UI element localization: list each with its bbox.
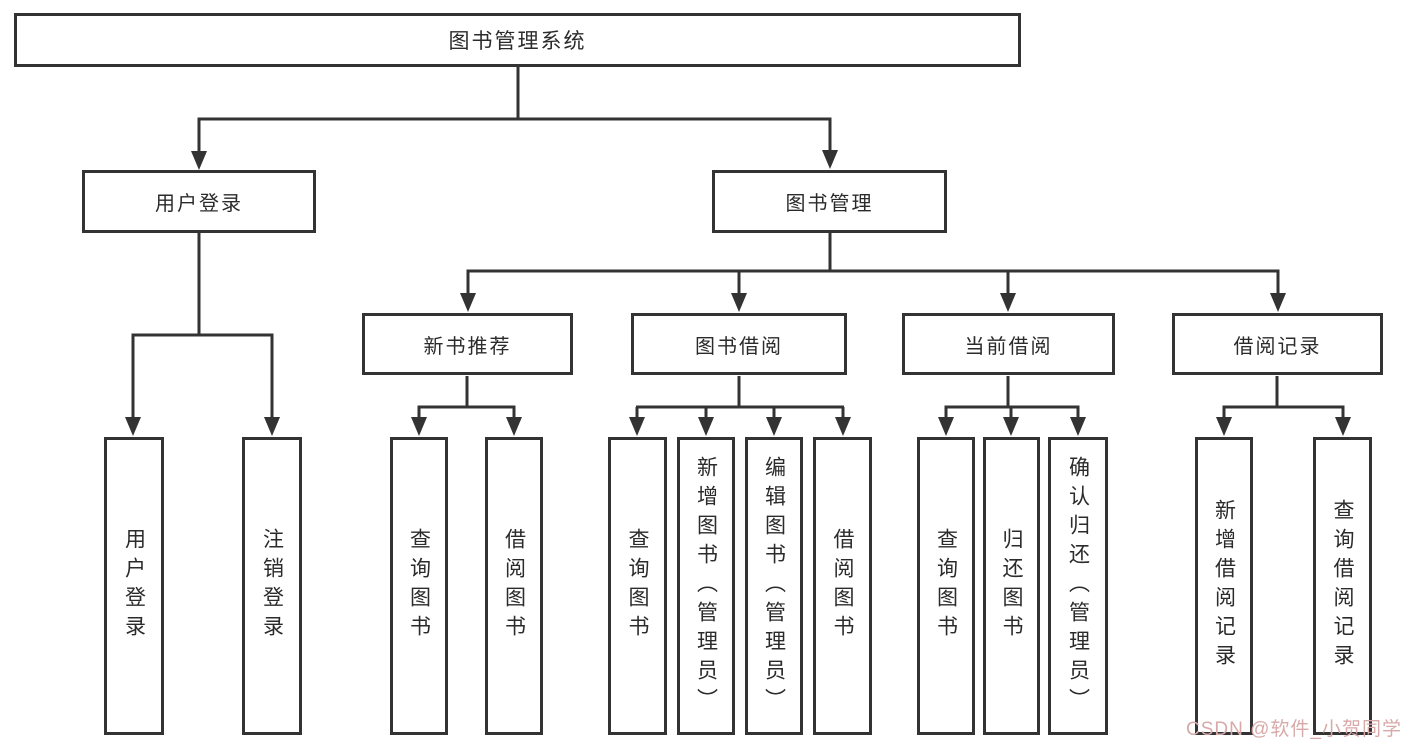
node-label: 图书管理系统 [448, 30, 587, 53]
leaf-label: 借阅图书 [502, 528, 526, 644]
node-current-borrowing: 当前借阅 [902, 313, 1115, 375]
node-label: 用户登录 [155, 193, 243, 215]
node-label: 图书借阅 [695, 335, 783, 358]
leaf-add-books-admin: 新增图书（管理员） [677, 437, 735, 735]
leaf-label: 借阅图书 [831, 528, 854, 644]
leaf-borrow-books: 借阅图书 [813, 437, 872, 735]
leaf-label: 确认归还（管理员） [1066, 455, 1090, 717]
leaf-label: 新增借阅记录 [1212, 499, 1236, 673]
node-book-borrowing: 图书借阅 [631, 313, 847, 375]
leaf-borrow-books-recommend: 借阅图书 [485, 437, 543, 735]
node-new-book-recommend: 新书推荐 [362, 313, 573, 375]
leaf-query-books-current: 查询图书 [917, 437, 975, 735]
leaf-label: 用户登录 [122, 528, 146, 644]
node-label: 当前借阅 [964, 335, 1053, 358]
node-label: 借阅记录 [1233, 335, 1322, 358]
node-borrowing-records: 借阅记录 [1172, 313, 1383, 375]
node-library-management-system: 图书管理系统 [14, 13, 1021, 67]
leaf-query-books-recommend: 查询图书 [390, 437, 448, 735]
leaf-label: 查询图书 [407, 528, 431, 644]
node-label: 图书管理 [785, 193, 874, 215]
leaf-logout: 注销登录 [242, 437, 302, 735]
node-book-management: 图书管理 [712, 170, 947, 233]
leaf-edit-books-admin: 编辑图书（管理员） [745, 437, 803, 735]
leaf-label: 查询借阅记录 [1331, 499, 1354, 673]
node-label: 新书推荐 [423, 335, 512, 358]
leaf-label: 新增图书（管理员） [694, 455, 718, 717]
leaf-label: 归还图书 [1000, 528, 1023, 644]
leaf-label: 查询图书 [934, 528, 958, 644]
leaf-confirm-return-admin: 确认归还（管理员） [1048, 437, 1108, 735]
leaf-label: 查询图书 [626, 528, 649, 644]
node-user-login: 用户登录 [82, 170, 316, 233]
leaf-user-login: 用户登录 [104, 437, 164, 735]
leaf-return-books: 归还图书 [983, 437, 1040, 735]
leaf-add-borrow-record: 新增借阅记录 [1195, 437, 1253, 735]
leaf-label: 编辑图书（管理员） [762, 455, 786, 717]
leaf-query-borrow-record: 查询借阅记录 [1313, 437, 1372, 735]
csdn-watermark: CSDN @软件_小贺同学 [1186, 719, 1402, 740]
leaf-label: 注销登录 [260, 528, 284, 644]
leaf-query-books-borrow: 查询图书 [608, 437, 667, 735]
